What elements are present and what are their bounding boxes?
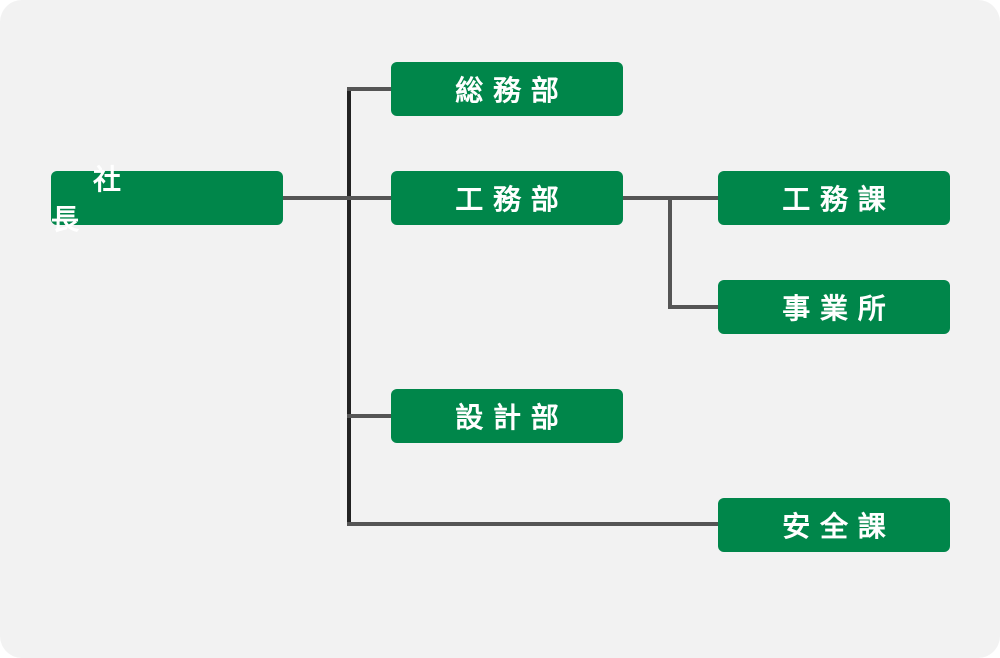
general-affairs-label: 総務部 (455, 74, 569, 107)
construction-section-box: 工務課 (718, 171, 950, 225)
president-label: 社 長 (51, 163, 234, 236)
president-box: 社 長 (51, 163, 283, 236)
design-dept-box: 設計部 (391, 389, 623, 443)
construction-dept-box: 工務部 (391, 171, 623, 225)
safety-section-box: 安全課 (718, 498, 950, 552)
construction-section-label: 工務課 (782, 183, 896, 216)
general-affairs-box: 総務部 (391, 62, 623, 116)
business-office-label: 事業所 (782, 292, 896, 325)
safety-section-label: 安全課 (782, 510, 896, 543)
design-dept-label: 設計部 (455, 401, 569, 434)
business-office-box: 事業所 (718, 280, 950, 334)
construction-dept-label: 工務部 (455, 183, 569, 216)
